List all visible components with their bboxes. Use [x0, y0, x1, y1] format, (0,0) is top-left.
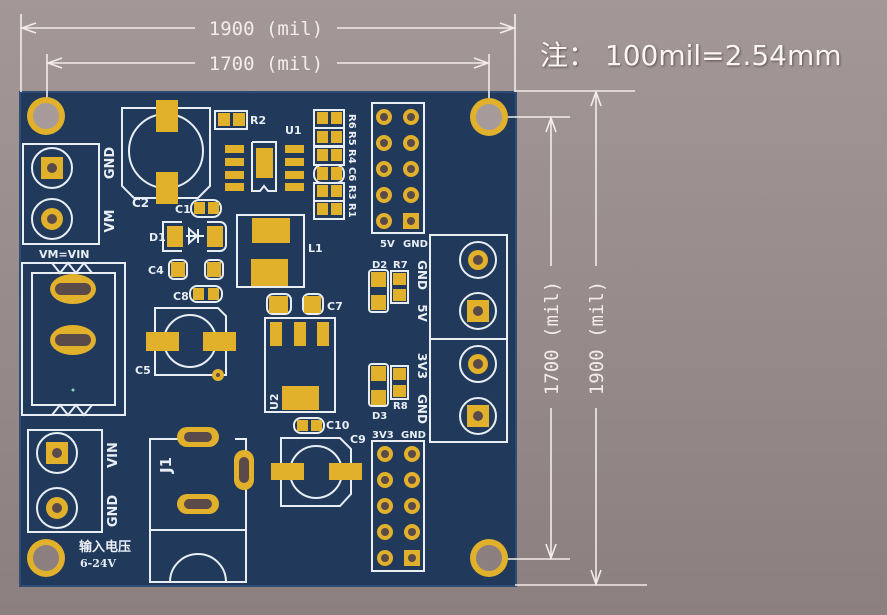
header-5v: [371, 102, 425, 234]
dimension-inner-height: 1700 (mil): [490, 115, 570, 561]
inner-width-label: 1700 (mil): [209, 53, 323, 75]
switch-footprint: [21, 261, 126, 417]
label-l1: L1: [308, 242, 323, 255]
label-header-5v-gnd: GND: [403, 239, 428, 250]
label-r5: R5: [346, 131, 357, 146]
label-j1: J1: [157, 457, 175, 474]
label-out-3v3: 3V3: [415, 353, 429, 379]
label-vin: VIN: [106, 442, 121, 468]
label-c5: C5: [135, 364, 151, 377]
label-r3: R3: [346, 185, 357, 200]
capacitor-c5: [146, 307, 236, 381]
resistor-array: [313, 109, 345, 220]
regulator-u2: [264, 317, 336, 413]
dc-jack-j1: [149, 427, 254, 583]
label-d2: D2: [372, 260, 387, 271]
label-header-3v3: 3V3: [372, 430, 394, 441]
outer-width-label: 1900 (mil): [209, 18, 323, 40]
label-r7: R7: [393, 260, 408, 271]
label-r8: R8: [393, 401, 408, 412]
mounting-hole-bottom-left: [27, 539, 65, 577]
header-3v3: [371, 440, 425, 572]
capacitor-c2: [121, 100, 211, 204]
label-r4: R4: [346, 149, 357, 164]
diode-d1: [162, 221, 227, 252]
label-header-5v: 5V: [380, 239, 395, 250]
capacitor-c7: [266, 293, 324, 315]
outer-height-label: 1900 (mil): [586, 281, 608, 395]
label-c7: C7: [327, 300, 343, 313]
label-input-voltage: 输入电压: [79, 539, 131, 555]
label-c1: C1: [175, 203, 191, 216]
label-c6: C6: [346, 167, 357, 181]
unit-conversion-note: 注： 100mil=2.54mm: [540, 39, 842, 72]
capacitor-c1: [190, 199, 222, 218]
label-input-range: 6-24V: [80, 557, 117, 570]
dimension-outer-width: 1900 (mil): [19, 14, 517, 92]
label-u2: U2: [268, 393, 281, 410]
terminal-3v3-output: [429, 338, 508, 443]
label-vm-vin: VM=VIN: [39, 248, 90, 261]
label-out-gnd2: GND: [415, 394, 429, 424]
label-out-gnd1: GND: [415, 260, 429, 290]
label-out-5v: 5V: [415, 304, 429, 322]
label-vm: VM: [103, 210, 118, 233]
label-d3: D3: [372, 411, 387, 422]
dimension-outer-height: 1900 (mil): [515, 89, 647, 587]
led-d2-r7: [368, 269, 409, 313]
label-c8: C8: [173, 290, 189, 303]
capacitor-c9: [271, 437, 362, 507]
mounting-hole-top-right: [470, 98, 508, 136]
label-u1: U1: [285, 124, 302, 137]
dimension-inner-width: 1700 (mil): [45, 53, 491, 100]
label-c9: C9: [350, 433, 366, 446]
label-gnd-bottom: GND: [106, 495, 121, 528]
capacitor-c4: [168, 259, 224, 280]
terminal-vin: [27, 429, 103, 533]
terminal-vm: [22, 143, 100, 245]
label-c10: C10: [326, 419, 350, 432]
resistor-r2: [214, 110, 248, 130]
mounting-hole-bottom-right: [470, 539, 508, 577]
mounting-hole-top-left: [27, 97, 65, 135]
led-d3-r8: [368, 363, 409, 407]
label-c4: C4: [148, 264, 164, 277]
label-r2: R2: [250, 114, 266, 127]
label-d1: D1: [149, 231, 166, 244]
label-r6: R6: [346, 114, 357, 129]
capacitor-c10: [293, 417, 325, 434]
label-c2: C2: [132, 196, 149, 210]
label-header-3v3-gnd: GND: [401, 430, 426, 441]
inductor-l1: [236, 214, 305, 288]
capacitor-c8: [189, 285, 223, 303]
ic-u1: [225, 141, 304, 192]
label-r1: R1: [346, 203, 357, 218]
label-gnd-top: GND: [103, 147, 118, 180]
inner-height-label: 1700 (mil): [541, 281, 563, 395]
